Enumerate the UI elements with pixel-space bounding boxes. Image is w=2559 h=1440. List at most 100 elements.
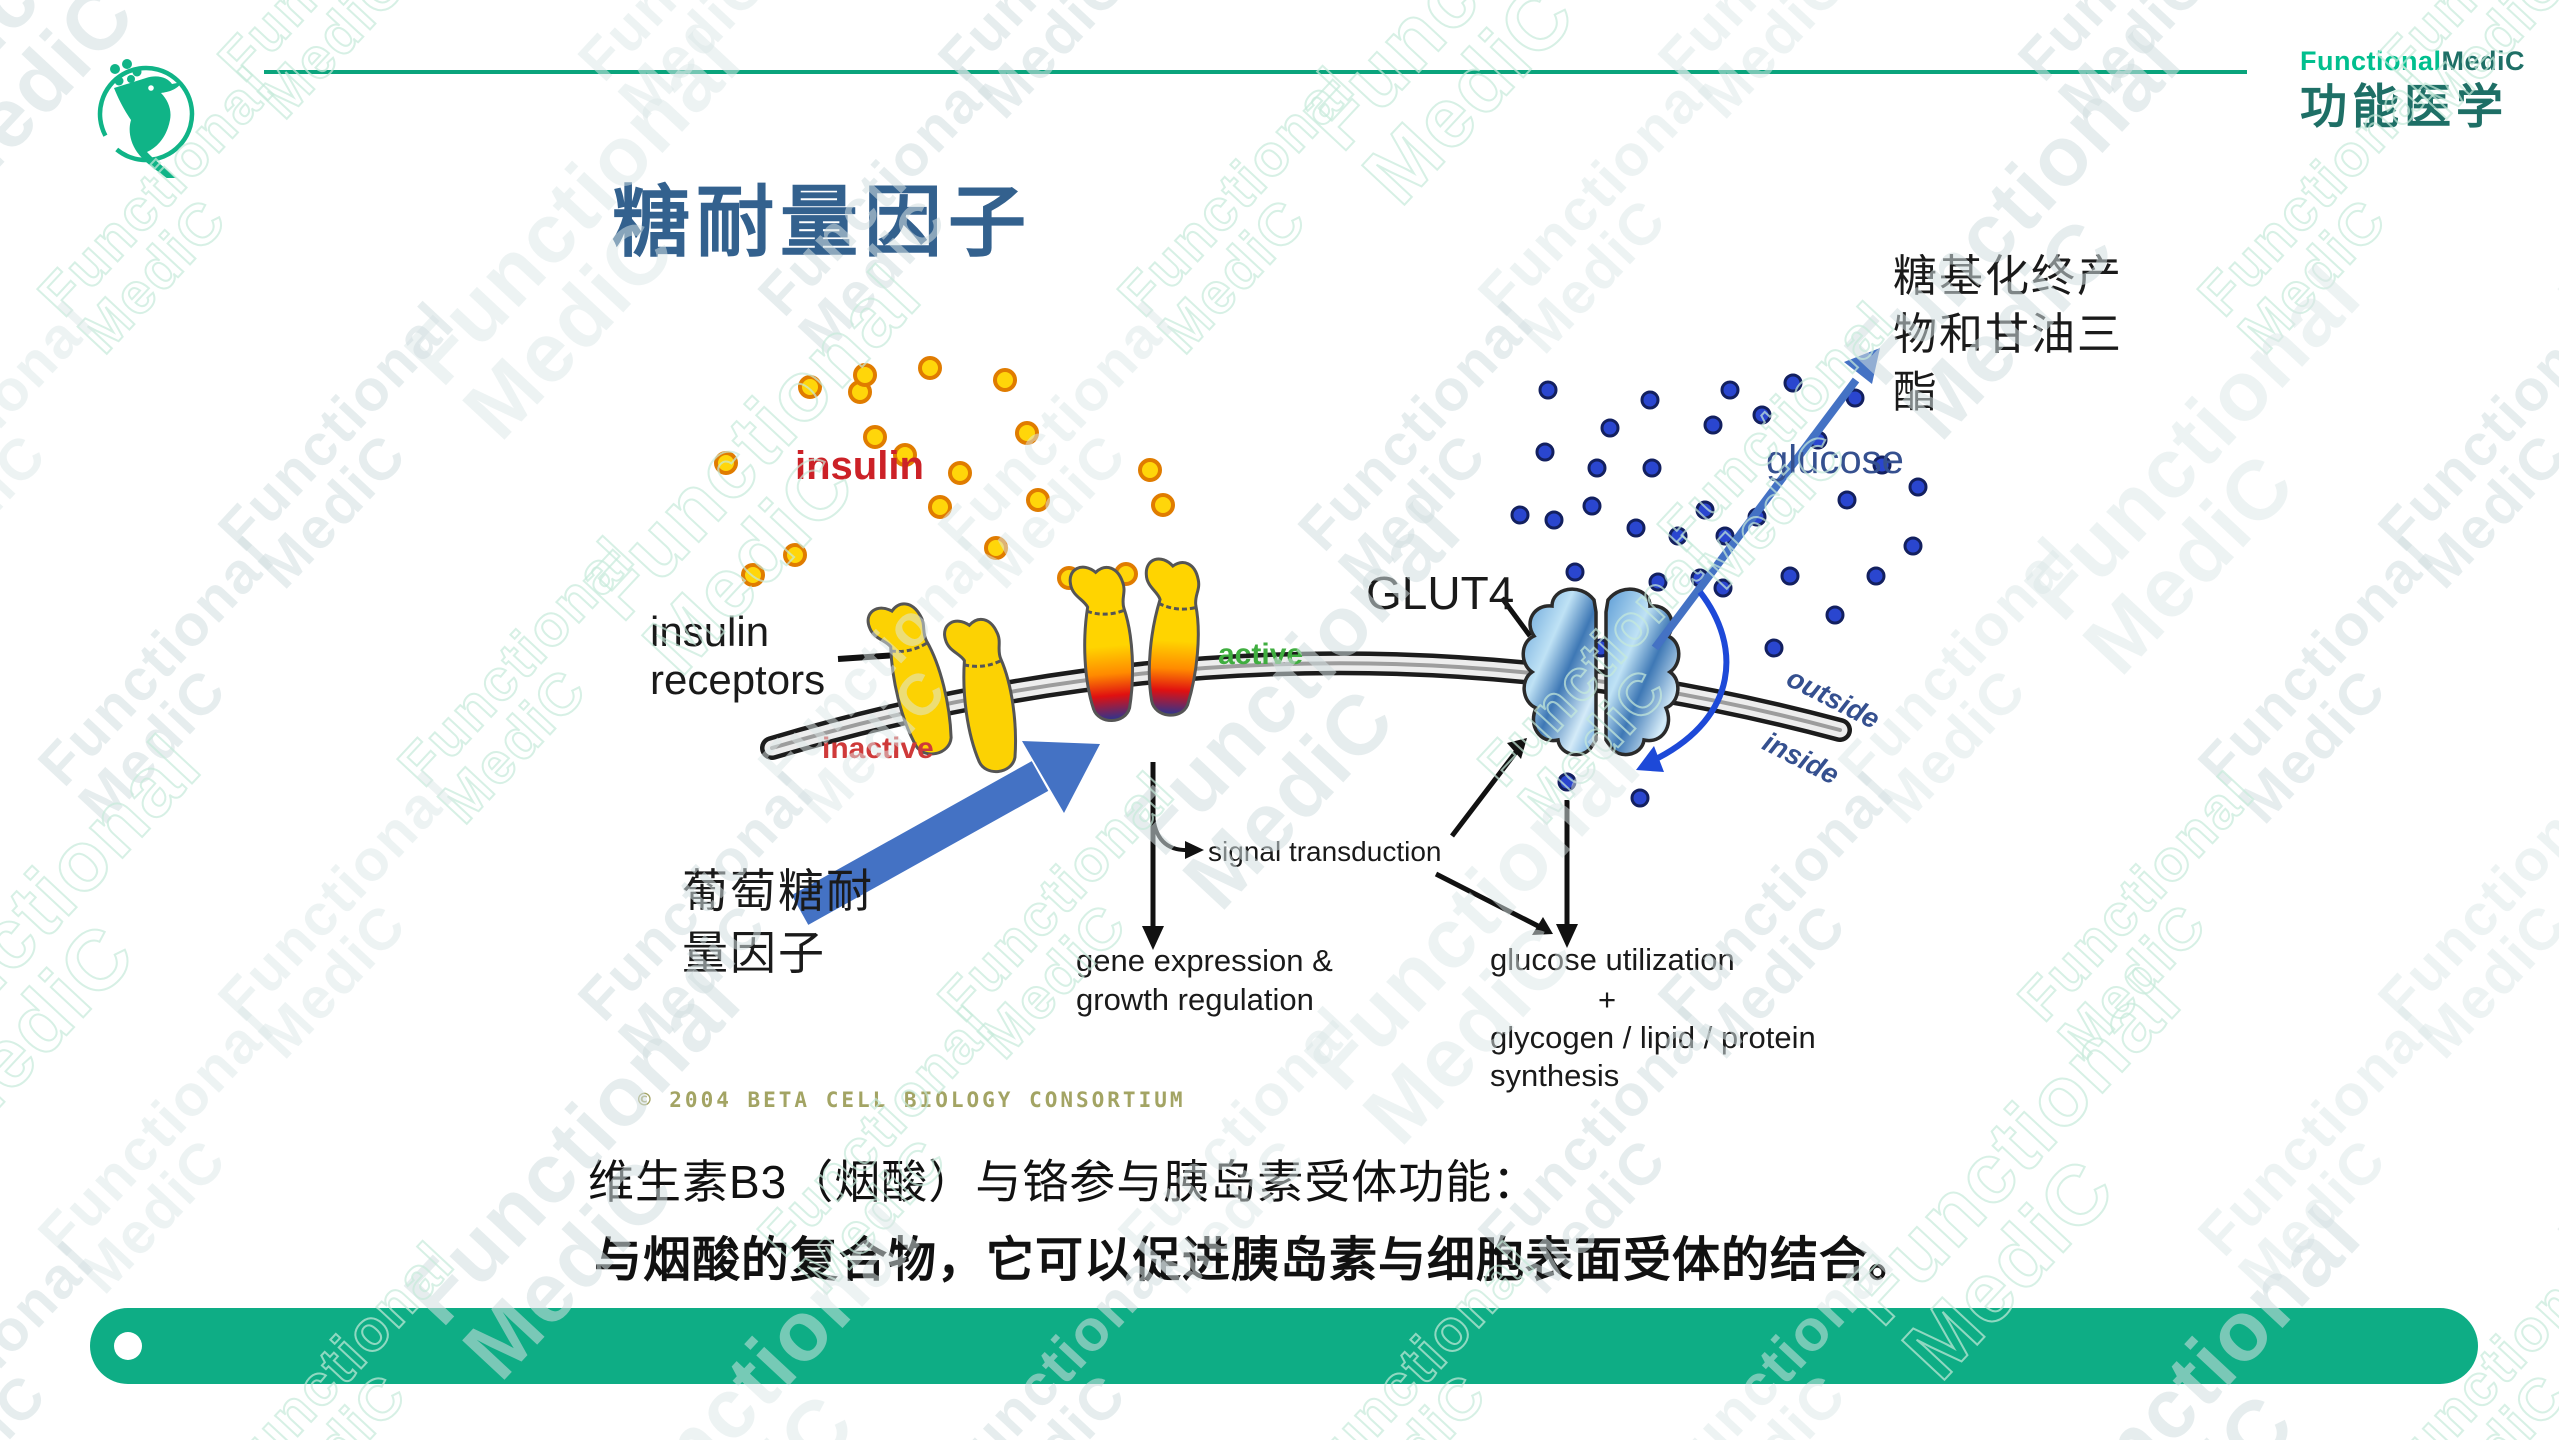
insulin-dot <box>714 451 738 475</box>
annotation-glucose-tolerance-factor: 葡萄糖耐量因子 <box>682 865 874 980</box>
insulin-dot <box>741 563 765 587</box>
glucose-dot <box>1510 505 1530 525</box>
glucose-dot <box>1565 562 1585 582</box>
label-insulin-receptors-line2: receptors <box>650 656 826 704</box>
brand-functional: Functional <box>2300 46 2442 76</box>
insulin-dot <box>783 543 807 567</box>
brand-block: FunctionalMediC 功能医学 <box>2300 48 2525 133</box>
receptor-inactive-1 <box>866 602 953 756</box>
pathway-arrows <box>837 596 1570 929</box>
brand-medic: MediC <box>2441 46 2525 76</box>
gtf-arrow-head <box>1022 741 1100 813</box>
arrow-branch-signal <box>1151 814 1191 853</box>
insulin-dot <box>863 425 887 449</box>
brand-name-en: FunctionalMediC <box>2300 48 2525 75</box>
insulin-dot <box>984 536 1008 560</box>
insulin-dot <box>1015 421 1039 445</box>
glucose-dot <box>1825 605 1845 625</box>
receptor-active-2 <box>1144 557 1201 717</box>
glucose-dot <box>1780 566 1800 586</box>
glucose-dot <box>1720 380 1740 400</box>
arrow-signal-to-utilization <box>1434 871 1540 929</box>
insulin-dot <box>798 375 822 399</box>
label-gene-expression: gene expression & growth regulation <box>1076 942 1333 1020</box>
glucose-dot <box>1908 477 1928 497</box>
insulin-dot <box>918 356 942 380</box>
brand-name-cn: 功能医学 <box>2300 80 2508 133</box>
gtf-arrow-shaft <box>791 761 1049 925</box>
glucose-entry-arrow-head <box>1636 746 1664 772</box>
glucose-dot <box>1626 518 1646 538</box>
glucose-dot <box>1648 572 1668 592</box>
blue-arrows <box>791 348 1880 925</box>
body-text-line2: 与烟酸的复合物，它可以促进胰岛素与细胞表面受体的结合。 <box>594 1234 1918 1287</box>
footer-dot <box>114 1332 142 1360</box>
bird-logo-icon <box>97 59 195 178</box>
label-insulin: insulin <box>795 444 924 488</box>
diagram-copyright: © 2004 BETA CELL BIOLOGY CONSORTIUM <box>638 1088 1186 1112</box>
body-text-line1: 维生素B3（烟酸）与铬参与胰岛素受体功能： <box>588 1156 1540 1208</box>
glucose-dot <box>1764 638 1784 658</box>
insulin-dot <box>893 443 917 467</box>
glucose-dot <box>1535 442 1555 462</box>
glut4-channel <box>1521 587 1681 757</box>
glucose-dot <box>1668 526 1688 546</box>
annotation-glycation-end-products: 糖基化终产物和甘油三酯 <box>1893 252 2123 418</box>
glucose-entry-arrow <box>1656 590 1730 761</box>
arrow-signal-to-glut4 <box>1450 750 1518 838</box>
flower-dots <box>110 59 142 86</box>
glucose-dot <box>1582 496 1602 516</box>
label-inactive: inactive <box>822 732 934 765</box>
header-divider-line <box>264 70 2247 74</box>
glucose-dot <box>1903 536 1923 556</box>
label-plus: + <box>1598 982 1617 1017</box>
label-glucose-utilization: glucose utilization <box>1490 942 1735 977</box>
insulin-dot <box>1138 458 1162 482</box>
page-title: 糖耐量因子 <box>612 178 1033 266</box>
bird-silhouette <box>114 76 182 178</box>
label-synthesis: synthesis <box>1490 1058 1620 1093</box>
receptor-inactive-2 <box>943 617 1018 773</box>
bird-eye <box>148 85 154 91</box>
glucose-dot <box>1783 373 1803 393</box>
glucose-dot <box>1600 418 1620 438</box>
receptor-active-1 <box>1068 565 1135 723</box>
label-gene-expression-line2: growth regulation <box>1076 981 1314 1017</box>
glucose-dot <box>1866 566 1886 586</box>
insulin-dot <box>993 368 1017 392</box>
label-glucose: glucose <box>1766 438 1904 482</box>
glucose-dot <box>1544 510 1564 530</box>
insulin-dot <box>1026 488 1050 512</box>
insulin-dot <box>853 363 877 387</box>
glucose-dot <box>1587 458 1607 478</box>
insulin-receptors <box>866 557 1201 773</box>
glucose-dot <box>1538 380 1558 400</box>
glucose-dot <box>1640 390 1660 410</box>
age-arrow-shaft <box>1651 377 1860 651</box>
glucose-dot <box>1715 526 1735 546</box>
label-glut4: GLUT4 <box>1366 567 1515 619</box>
insulin-dot <box>948 461 972 485</box>
age-arrow-head <box>1844 348 1880 384</box>
arrowheads <box>1142 738 1578 950</box>
glucose-dot <box>1630 788 1650 808</box>
label-insulin-receptors-line1: insulin <box>650 608 770 655</box>
receptors-pointer-line <box>837 652 898 662</box>
glucose-dot <box>1695 500 1715 520</box>
label-signal-transduction: signal transduction <box>1208 836 1442 867</box>
glucose-dot <box>1752 405 1772 425</box>
glucose-dot <box>1642 458 1662 478</box>
glut4-pointer-line <box>1499 596 1533 638</box>
label-gene-expression-line1: gene expression & <box>1076 943 1333 978</box>
glucose-dot <box>1872 455 1892 475</box>
glucose-dot <box>1703 415 1723 435</box>
footer-bar <box>90 1308 2478 1384</box>
glucose-dot <box>1557 772 1577 792</box>
glucose-dot <box>1713 578 1733 598</box>
insulin-dot <box>928 495 952 519</box>
insulin-dot <box>1151 493 1175 517</box>
label-glycogen-lipid-protein: glycogen / lipid / protein <box>1490 1020 1816 1055</box>
label-active: active <box>1218 638 1304 671</box>
